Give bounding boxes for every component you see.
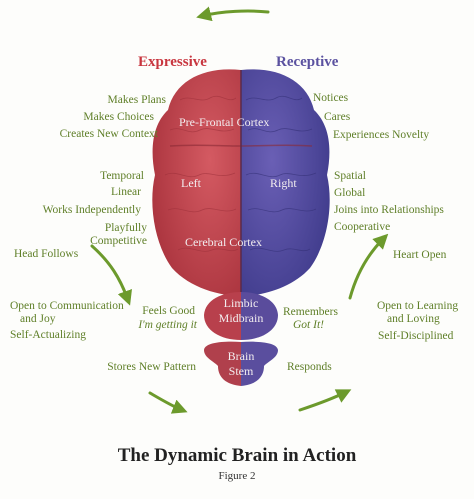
self-actualizing-label: Self-Actualizing xyxy=(10,329,87,341)
makes-choices-label: Makes Choices xyxy=(83,111,154,123)
limbic-midbrain-shape xyxy=(204,292,278,340)
heart-open-label: Heart Open xyxy=(393,249,447,261)
global-label: Global xyxy=(334,187,366,199)
works-independently-label: Works Independently xyxy=(42,204,141,216)
right-label: Right xyxy=(270,176,297,190)
got-it-label: Got It! xyxy=(293,319,324,331)
brain-stem-shape xyxy=(204,341,278,386)
left-down-arrow xyxy=(90,244,132,306)
bottom-left-arrow xyxy=(148,391,188,414)
cares-label: Cares xyxy=(324,111,351,123)
and-loving-label: and Loving xyxy=(387,313,440,325)
playfully-label: Playfully xyxy=(104,222,147,234)
cooperative-label: Cooperative xyxy=(334,221,391,233)
open-to-communication-label: Open to Communication xyxy=(10,300,124,312)
open-to-learning-label: Open to Learning xyxy=(377,300,459,312)
responds-label: Responds xyxy=(287,361,332,373)
competitive-label: Competitive xyxy=(90,235,147,247)
bottom-right-arrow xyxy=(298,389,352,412)
creates-new-context-label: Creates New Context xyxy=(59,128,158,140)
figure-title: The Dynamic Brain in Action xyxy=(117,445,357,466)
figure-caption: Figure 2 xyxy=(218,470,256,482)
cerebral-cortex-shape xyxy=(152,69,330,296)
im-getting-it-label: I'm getting it xyxy=(138,319,197,331)
joins-into-relationships-label: Joins into Relationships xyxy=(334,204,444,216)
flow-arrows xyxy=(90,6,389,414)
notices-label: Notices xyxy=(313,92,349,104)
feels-good-label: Feels Good xyxy=(142,305,195,317)
self-disciplined-label: Self-Disciplined xyxy=(378,330,454,342)
expressive-header: Expressive xyxy=(138,54,207,70)
left-label: Left xyxy=(181,176,201,190)
top-arrow xyxy=(196,6,270,22)
prefrontal-cortex-label: Pre-Frontal Cortex xyxy=(179,115,270,129)
linear-label: Linear xyxy=(110,186,141,198)
midbrain-label: Midbrain xyxy=(218,311,264,325)
temporal-label: Temporal xyxy=(100,170,144,182)
cerebral-cortex-label: Cerebral Cortex xyxy=(185,235,262,249)
makes-plans-label: Makes Plans xyxy=(107,94,166,106)
remembers-label: Remembers xyxy=(283,306,338,318)
and-joy-label: and Joy xyxy=(20,313,56,325)
experiences-novelty-label: Experiences Novelty xyxy=(333,129,430,141)
right-up-arrow xyxy=(348,233,389,300)
brain-label: Brain xyxy=(227,349,255,363)
stores-new-pattern-label: Stores New Pattern xyxy=(107,361,196,373)
head-follows-label: Head Follows xyxy=(14,248,79,260)
stem-label: Stem xyxy=(228,364,254,378)
spatial-label: Spatial xyxy=(334,170,366,182)
receptive-header: Receptive xyxy=(276,54,339,70)
limbic-label: Limbic xyxy=(223,296,259,310)
